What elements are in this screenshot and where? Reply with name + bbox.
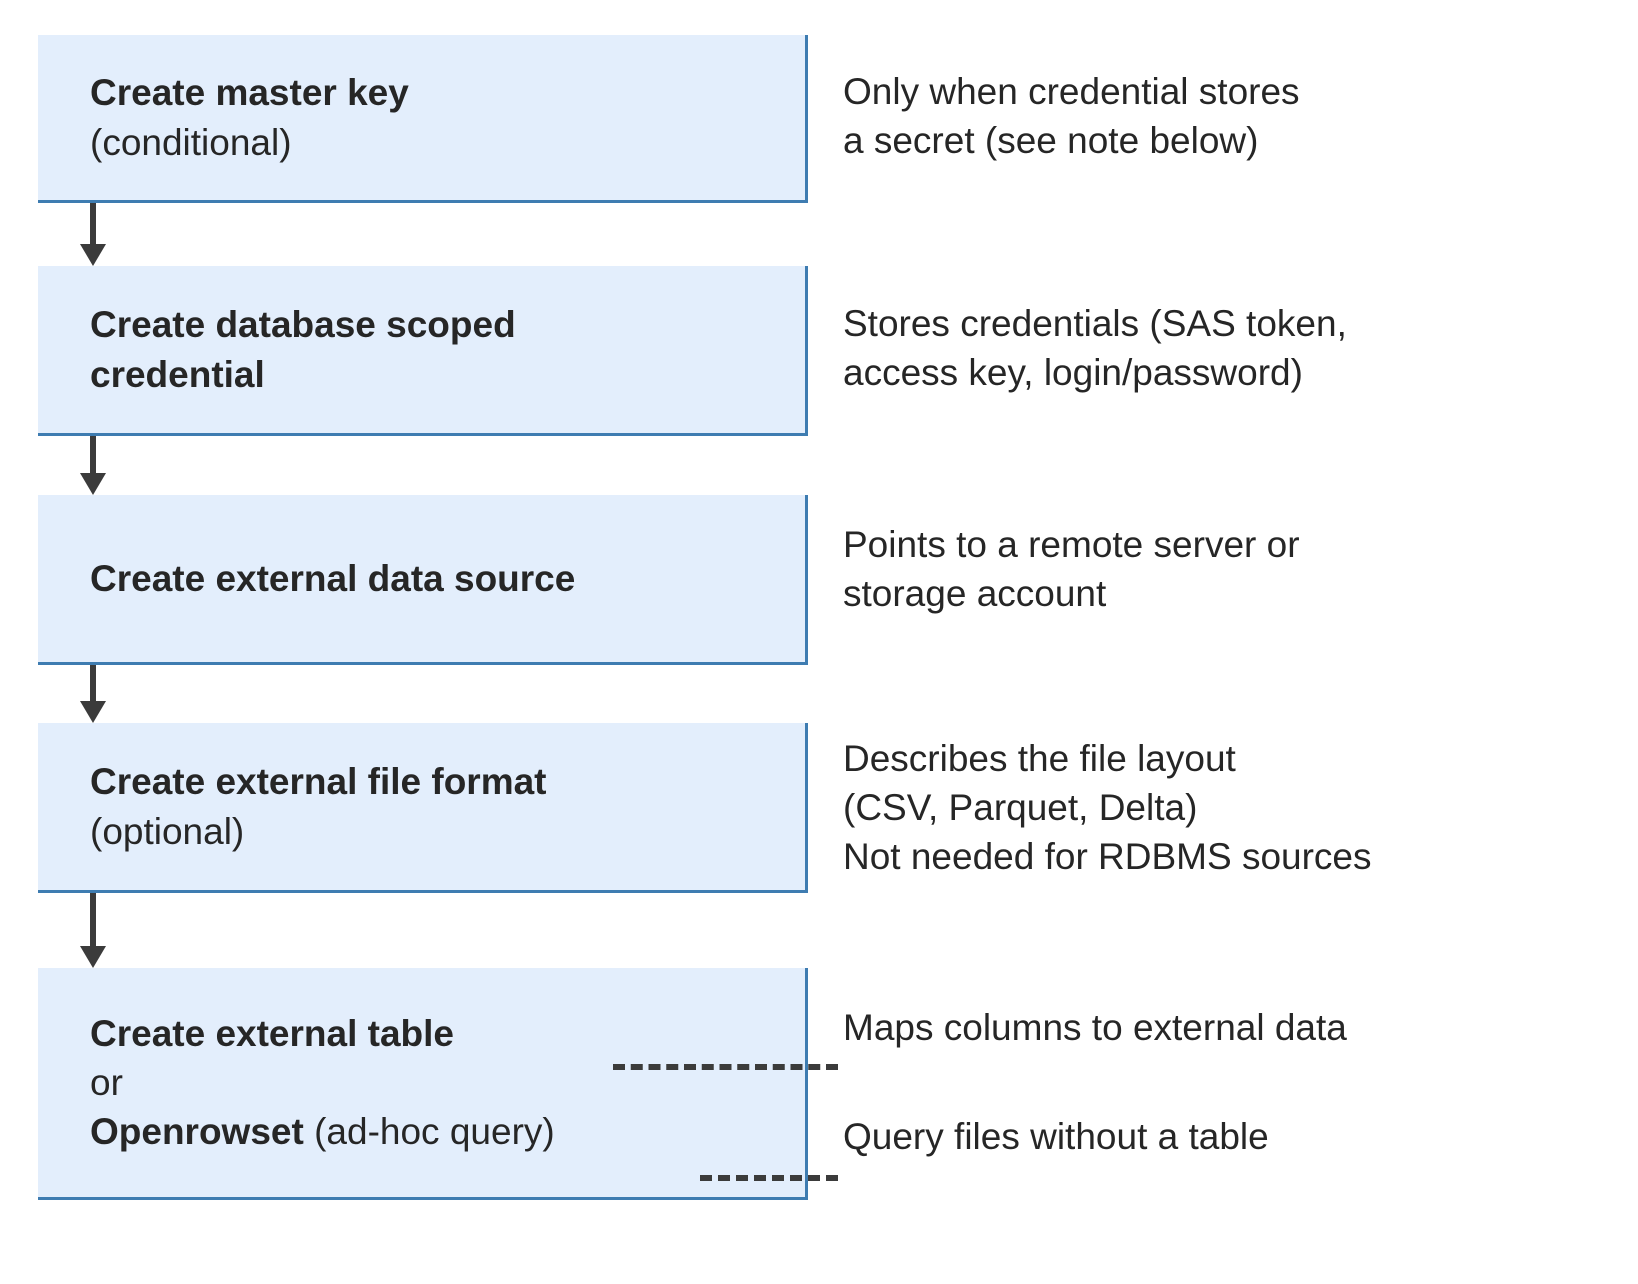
step-subtitle: (optional) xyxy=(90,810,245,852)
note-create-master-key: Only when credential stores a secret (se… xyxy=(843,71,1300,161)
flow-box-create-external-table-or-openrowset[interactable]: Create external table or Openrowset (ad-… xyxy=(38,968,808,1200)
step-subtitle: (conditional) xyxy=(90,121,292,163)
note-create-external-data-source: Points to a remote server or storage acc… xyxy=(843,524,1300,614)
step-title: Create external file format xyxy=(90,761,547,803)
step-alt-suffix: (ad-hoc query) xyxy=(303,1111,555,1153)
step-alt-title: Openrowset xyxy=(90,1111,304,1153)
flow-box-create-master-key[interactable]: Create master key (conditional) xyxy=(38,35,808,203)
flow-box-create-database-scoped-credential[interactable]: Create database scoped credential xyxy=(38,266,808,436)
arrow-down-icon-1 xyxy=(80,203,106,266)
step-title: Create external table xyxy=(90,1012,455,1054)
arrow-down-icon-4 xyxy=(80,893,106,968)
arrow-down-icon-3 xyxy=(80,665,106,723)
step-title-line1: Create database scoped xyxy=(90,304,516,346)
flow-box-create-external-data-source[interactable]: Create external data source xyxy=(38,495,808,665)
step-title: Create master key xyxy=(90,72,409,114)
note-create-database-scoped-credential: Stores credentials (SAS token, access ke… xyxy=(843,303,1347,393)
step-connector-word: or xyxy=(90,1061,123,1103)
dashed-connector-external-table xyxy=(613,1064,838,1070)
step-title-line2: credential xyxy=(90,353,265,395)
step-title: Create external data source xyxy=(90,557,576,599)
note-create-external-table: Maps columns to external data xyxy=(843,1007,1347,1048)
dashed-connector-openrowset xyxy=(700,1175,838,1181)
arrow-down-icon-2 xyxy=(80,436,106,495)
flow-box-create-external-file-format[interactable]: Create external file format (optional) xyxy=(38,723,808,893)
step-alt-title-row: Openrowset (ad-hoc query) xyxy=(38,1107,805,1156)
note-create-external-file-format: Describes the file layout (CSV, Parquet,… xyxy=(843,738,1372,877)
note-openrowset: Query files without a table xyxy=(843,1116,1269,1157)
